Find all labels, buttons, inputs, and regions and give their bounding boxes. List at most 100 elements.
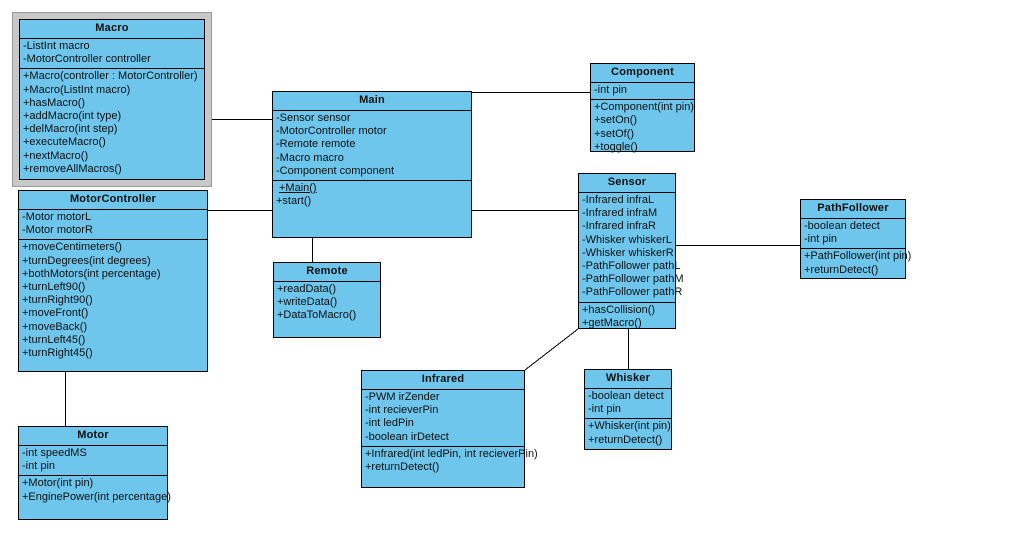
operation: +setOf() (594, 127, 635, 140)
attribute: -PathFollower pathM (582, 273, 684, 286)
attribute: -Infrared infraR (582, 220, 656, 233)
class-operations-main: +Main() +start() (273, 181, 471, 210)
operation: +readData() (277, 283, 337, 295)
class-operations-component: +Component(int pin) +setOn() +setOf() +t… (591, 100, 694, 156)
class-operations-infrared: +Infrared(int ledPin, int recieverPin) +… (362, 447, 538, 476)
operation: +bothMotors(int percentage) (22, 267, 161, 280)
operation-label: +Main() (279, 182, 317, 195)
attribute: -PWM irZender (365, 391, 440, 403)
operation: +turnDegrees(int degrees) (22, 254, 151, 267)
uml-class-macro[interactable]: Macro -ListInt macro -MotorController co… (19, 19, 205, 180)
class-title-pathfollower: PathFollower (801, 200, 905, 219)
operation: +EnginePower(int percentage) (22, 490, 171, 503)
operation: +executeMacro() (23, 136, 106, 149)
class-operations-motor: +Motor(int pin) +EnginePower(int percent… (19, 476, 171, 505)
attribute: -boolean detect (804, 220, 880, 232)
operation: +returnDetect() (365, 461, 440, 474)
attribute: -boolean irDetect (365, 430, 449, 443)
attribute: -int ledPin (365, 417, 414, 430)
operation: +turnRight45() (22, 347, 93, 360)
class-operations-pathfollower: +PathFollower(int pin) +returnDetect() (801, 249, 912, 278)
operation: +moveBack() (22, 320, 88, 333)
attribute: -Remote remote (276, 138, 356, 151)
class-title-remote: Remote (274, 263, 380, 282)
uml-class-remote[interactable]: Remote +readData() +writeData() +DataToM… (273, 262, 381, 338)
operation: +returnDetect() (804, 263, 879, 276)
class-attributes-infrared: -PWM irZender -int recieverPin -int ledP… (362, 390, 524, 447)
uml-class-motor[interactable]: Motor -int speedMS -int pin +Motor(int p… (18, 426, 171, 520)
operation: +addMacro(int type) (23, 110, 122, 123)
class-attributes-main: -Sensor sensor -MotorController motor -R… (273, 111, 471, 182)
class-operations-whisker: +Whisker(int pin) +returnDetect() (585, 419, 671, 448)
attribute: -Sensor sensor (276, 112, 351, 124)
class-operations-macro: +Macro(controller : MotorController) +Ma… (20, 69, 204, 178)
operation: +writeData() (277, 296, 338, 309)
operation: +PathFollower(int pin) (804, 250, 912, 263)
operation: +turnLeft90() (22, 281, 86, 294)
class-attributes-motorcontroller: -Motor motorL -Motor motorR (19, 210, 207, 241)
attribute: -int pin (804, 233, 838, 246)
attribute: -PathFollower pathR (582, 286, 683, 299)
uml-class-sensor[interactable]: Sensor -Infrared infraL -Infrared infraM… (578, 173, 684, 332)
attribute: -MotorController motor (276, 125, 387, 138)
uml-class-infrared[interactable]: Infrared -PWM irZender -int recieverPin … (361, 370, 538, 488)
attribute: -boolean detect (588, 390, 664, 402)
attribute: -int pin (588, 403, 622, 416)
connector-sensor-infrared[interactable] (524, 328, 579, 371)
operation: +nextMacro() (23, 149, 89, 162)
class-title-component: Component (591, 64, 694, 83)
operation: +DataToMacro() (277, 309, 357, 322)
class-attributes-motor: -int speedMS -int pin (19, 446, 167, 477)
attribute: -PathFollower pathL (582, 260, 681, 273)
class-title-whisker: Whisker (585, 370, 671, 389)
operation: +moveCentimeters() (22, 241, 122, 254)
class-attributes-sensor: -Infrared infraL -Infrared infraM -Infra… (579, 193, 684, 303)
uml-class-whisker[interactable]: Whisker -boolean detect -int pin +Whiske… (584, 369, 672, 450)
attribute: -Infrared infraM (582, 207, 658, 220)
operation: +moveFront() (22, 307, 89, 320)
operation-static: +Main() (273, 182, 471, 195)
uml-class-motorcontroller[interactable]: MotorController -Motor motorL -Motor mot… (18, 190, 208, 372)
class-attributes-pathfollower: -boolean detect -int pin (801, 219, 905, 250)
class-attributes-whisker: -boolean detect -int pin (585, 389, 671, 420)
attribute: -Macro macro (276, 151, 344, 164)
attribute: -Component component (276, 164, 395, 177)
attribute: -Motor motorL (22, 211, 92, 223)
operation: +start() (276, 195, 312, 208)
operation: +turnLeft45() (22, 333, 86, 346)
operation: +Macro(controller : MotorController) (23, 70, 198, 83)
attribute: -int pin (594, 84, 628, 96)
class-attributes-component: -int pin (591, 83, 694, 101)
operation: +Infrared(int ledPin, int recieverPin) (365, 447, 538, 460)
uml-class-pathfollower[interactable]: PathFollower -boolean detect -int pin +P… (800, 199, 912, 279)
class-operations-sensor: +hasCollision() +getMacro() (579, 303, 675, 332)
operation: +setOn() (594, 114, 638, 127)
attribute: -int pin (22, 460, 56, 473)
attribute: -Motor motorR (22, 224, 93, 237)
uml-class-component[interactable]: Component -int pin +Component(int pin) +… (590, 63, 695, 153)
attribute: -Infrared infraL (582, 194, 655, 206)
attribute: -ListInt macro (23, 40, 90, 52)
operation: +delMacro(int step) (23, 123, 118, 136)
uml-class-main[interactable]: Main -Sensor sensor -MotorController mot… (272, 91, 472, 238)
attribute: -MotorController controller (23, 53, 151, 66)
attribute: -Whisker whiskerR (582, 246, 674, 259)
class-title-motor: Motor (19, 427, 167, 446)
operation: +Component(int pin) (594, 101, 694, 114)
operation: +hasMacro() (23, 96, 86, 109)
attribute: -int recieverPin (365, 404, 439, 417)
operation: +Macro(ListInt macro) (23, 83, 131, 96)
class-title-motorcontroller: MotorController (19, 191, 207, 210)
class-title-sensor: Sensor (579, 174, 675, 193)
operation: +removeAllMacros() (23, 162, 122, 175)
class-operations-remote: +readData() +writeData() +DataToMacro() (274, 282, 380, 325)
operation: +Motor(int pin) (22, 477, 94, 490)
operation: +turnRight90() (22, 294, 93, 307)
attribute: -int speedMS (22, 447, 87, 459)
operation: +Whisker(int pin) (588, 420, 671, 433)
class-operations-motorcontroller: +moveCentimeters() +turnDegrees(int degr… (19, 240, 207, 362)
operation: +getMacro() (582, 316, 642, 329)
attribute: -Whisker whiskerL (582, 233, 672, 246)
operation: +toggle() (594, 140, 638, 153)
